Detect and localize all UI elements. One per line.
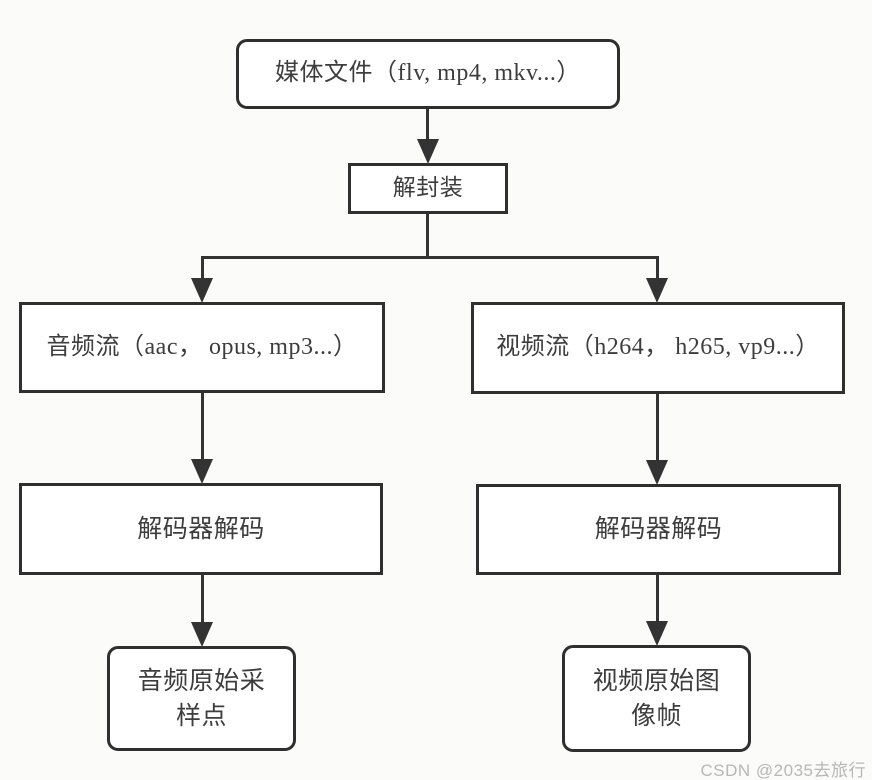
arrowhead-mediafile-demux — [417, 139, 439, 164]
arrowhead-videodecoder-raw — [646, 621, 668, 646]
connector-videostream-decoder-line — [656, 394, 659, 461]
connector-audiostream-decoder-line — [201, 393, 204, 461]
arrowhead-branch-video — [646, 278, 668, 303]
arrowhead-videostream-decoder — [646, 460, 668, 485]
connector-branch-horizontal-line — [201, 256, 659, 259]
node-demux-label: 解封装 — [392, 175, 464, 201]
connector-videodecoder-raw-line — [656, 575, 659, 623]
node-audio-stream-label: 音频流（aac， opus, mp3...） — [46, 333, 358, 360]
node-video-raw-label-line2: 像帧 — [630, 702, 682, 730]
connector-mediafile-demux-line — [426, 109, 429, 141]
node-audio-raw-label-line2: 样点 — [175, 702, 227, 730]
node-audio-raw-label-line1: 音频原始采 — [137, 667, 266, 695]
node-audio-raw-label: 音频原始采 样点 — [138, 664, 266, 734]
node-audio-raw-samples: 音频原始采 样点 — [107, 646, 296, 751]
node-video-raw-frames: 视频原始图 像帧 — [562, 645, 751, 752]
node-media-file: 媒体文件（flv, mp4, mkv...） — [236, 39, 620, 109]
connector-branch-audio-line — [201, 256, 204, 282]
arrowhead-audiostream-decoder — [191, 459, 213, 484]
node-video-decoder-label: 解码器解码 — [594, 516, 723, 543]
node-media-file-label: 媒体文件（flv, mp4, mkv...） — [275, 60, 581, 87]
node-video-decoder: 解码器解码 — [476, 484, 841, 575]
connector-demux-stem-line — [426, 214, 429, 259]
node-audio-decoder-label: 解码器解码 — [137, 515, 265, 543]
arrowhead-audiodecoder-raw — [191, 622, 213, 647]
node-video-raw-label-line1: 视频原始图 — [592, 667, 721, 695]
node-audio-stream: 音频流（aac， opus, mp3...） — [19, 302, 385, 393]
node-video-stream: 视频流（h264， h265, vp9...） — [471, 302, 845, 394]
connector-branch-video-line — [656, 256, 659, 282]
node-video-raw-label: 视频原始图 像帧 — [593, 664, 721, 734]
arrowhead-branch-audio — [191, 278, 213, 303]
connector-audiodecoder-raw-line — [201, 575, 204, 624]
node-audio-decoder: 解码器解码 — [19, 483, 383, 575]
node-demux: 解封装 — [348, 163, 508, 214]
csdn-watermark: CSDN @2035去旅行 — [700, 761, 866, 780]
node-video-stream-label: 视频流（h264， h265, vp9...） — [496, 334, 820, 361]
